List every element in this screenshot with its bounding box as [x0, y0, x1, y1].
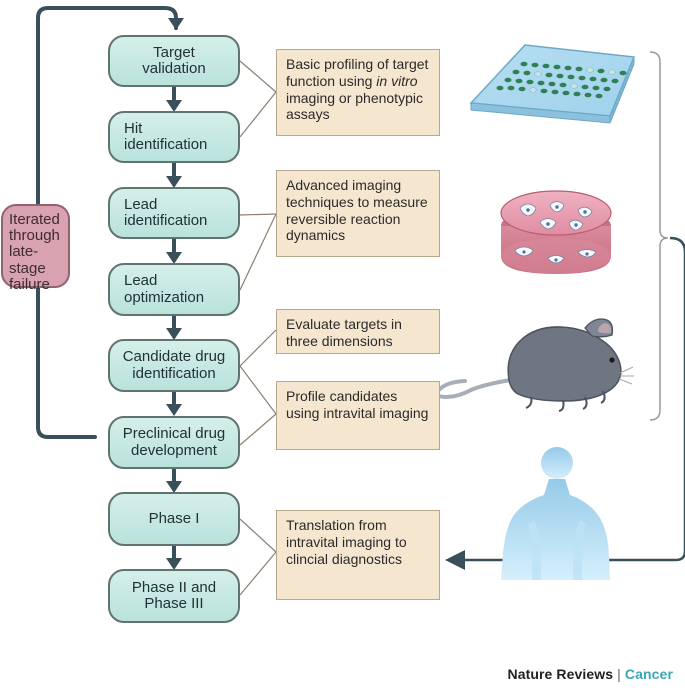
well-plate-icon — [469, 44, 636, 124]
brand-separator: | — [617, 666, 621, 682]
right-bracket — [649, 51, 669, 421]
failure-box: Iterated through late-stage failure — [1, 204, 70, 292]
brand-name: Nature Reviews — [507, 666, 614, 682]
loop-arrow-head-top — [168, 18, 184, 30]
note-advanced-imaging-text: Advanced imaging techniques to measure r… — [286, 177, 428, 244]
stage-lead-identification: Lead identification — [108, 187, 240, 239]
stage-phase-ii-and-phase-iii: Phase II and Phase III — [108, 569, 240, 623]
note-advanced-imaging: Advanced imaging techniques to measure r… — [276, 170, 440, 257]
stage-phase-i: Phase I — [108, 492, 240, 546]
connector-lines — [239, 60, 277, 596]
note-profile-candidates-text: Profile candidates using intravital imag… — [286, 388, 429, 421]
stage-preclinical-drug-development: Preclinical drug development — [108, 416, 240, 469]
mouse-icon — [435, 318, 634, 412]
stage-lead-optimization: Lead optimization — [108, 263, 240, 316]
loop-arrow-left — [36, 6, 178, 439]
stage-hit-identification: Hit identification — [108, 111, 240, 163]
note-basic-profiling-pre: Basic profiling of target function using — [286, 56, 429, 89]
note-basic-profiling-post: imaging or phenotypic assays — [286, 89, 423, 123]
brand-footer: Nature Reviews|Cancer — [508, 666, 674, 682]
note-evaluate-targets-text: Evaluate targets in three dimensions — [286, 316, 402, 349]
note-evaluate-targets: Evaluate targets in three dimensions — [276, 309, 440, 354]
stage-candidate-drug-identification: Candidate drug identification — [108, 339, 240, 392]
note-basic-profiling: Basic profiling of target function using… — [276, 49, 440, 136]
stage-target-validation: Target validation — [108, 35, 240, 87]
right-return-arrow — [445, 236, 685, 570]
petri-dish-icon — [500, 190, 612, 274]
human-silhouette-icon — [501, 447, 610, 580]
brand-section: Cancer — [624, 666, 673, 682]
note-translation-text: Translation from intravital imaging to c… — [286, 517, 407, 567]
note-translation: Translation from intravital imaging to c… — [276, 510, 440, 600]
note-profile-candidates: Profile candidates using intravital imag… — [276, 381, 440, 450]
note-basic-profiling-emphasis: in vitro — [376, 72, 418, 89]
